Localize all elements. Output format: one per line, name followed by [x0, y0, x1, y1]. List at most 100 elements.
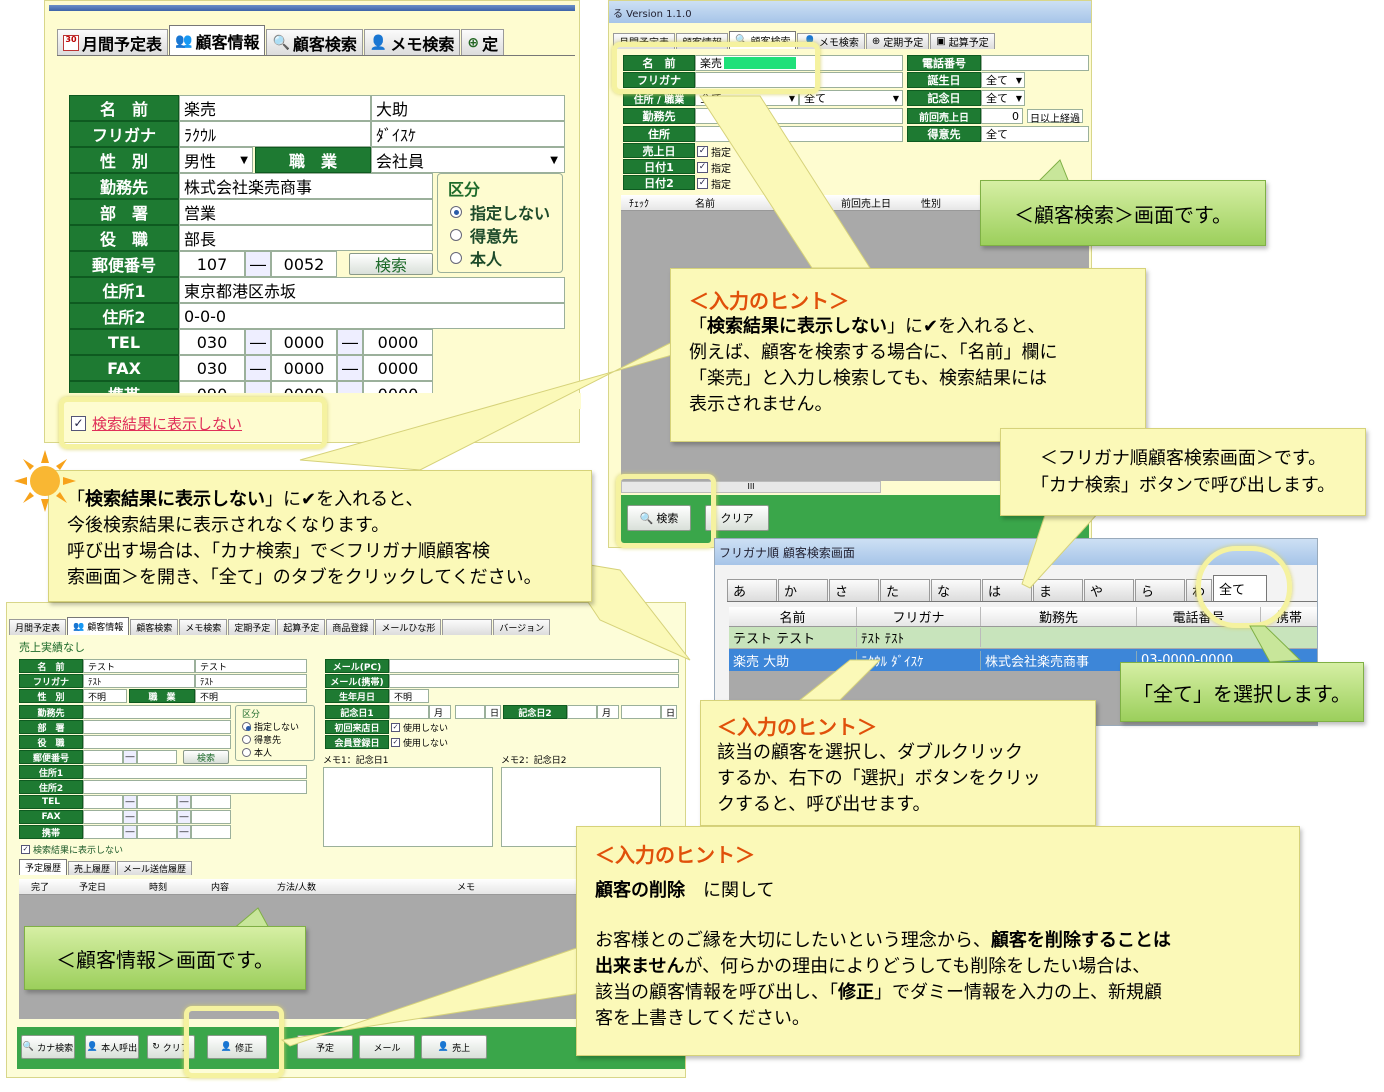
sex-select[interactable]: 男性▼ — [179, 147, 253, 173]
last-kana-field[interactable]: ﾃｽﾄ — [83, 674, 195, 688]
kubun-option-customer[interactable]: 得意先 — [242, 733, 281, 746]
zip2-field[interactable]: 0052 — [271, 251, 337, 277]
birthday-select[interactable]: 全て▼ — [981, 72, 1025, 88]
anniv2-day[interactable]: 日 — [661, 705, 677, 719]
job-select[interactable]: 会社員▼ — [371, 147, 565, 173]
zip1-field[interactable] — [83, 750, 123, 764]
kana-tab[interactable]: た — [880, 579, 930, 601]
date1-check[interactable]: ✓指定 — [697, 160, 731, 175]
dept-field[interactable] — [83, 720, 231, 734]
addr1-field[interactable]: 東京都港区赤坂 — [179, 277, 565, 303]
addr1-field[interactable] — [83, 765, 307, 779]
tab-memo-search[interactable]: 👤メモ検索 — [363, 29, 461, 55]
anniv2-day-select[interactable] — [621, 705, 661, 719]
tab-customer-search[interactable]: 顧客検索 — [130, 619, 179, 635]
dept-field[interactable]: 営業 — [179, 199, 433, 225]
horizontal-scrollbar[interactable]: III — [621, 481, 881, 493]
tel1-field[interactable]: 030 — [179, 329, 245, 355]
company-field[interactable] — [83, 705, 231, 719]
modify-button[interactable]: 👤修正 — [207, 1035, 267, 1059]
first-name-field[interactable]: 大助 — [371, 95, 565, 121]
kana-tab[interactable]: か — [778, 579, 828, 601]
sales-date-check[interactable]: ✓指定 — [697, 144, 731, 159]
company-field[interactable]: 株式会社楽売商事 — [179, 173, 433, 199]
tab-regular[interactable]: ⊕定 — [461, 29, 505, 55]
tab-reckon-schedule[interactable]: ▣起算予定 — [930, 33, 995, 49]
kubun-option-none[interactable]: 指定しない — [450, 200, 550, 224]
last-kana-field[interactable]: ﾗｸｳﾙ — [179, 121, 371, 147]
mobile1-field[interactable] — [83, 825, 123, 839]
anniversary-select[interactable]: 全て▼ — [981, 90, 1025, 106]
birthday-select[interactable]: 不明 — [389, 689, 429, 703]
kubun-option-self[interactable]: 本人 — [242, 746, 272, 759]
hide-from-search-checkbox[interactable]: ✓検索結果に表示しない — [21, 843, 123, 856]
tab-version[interactable]: バージョン — [493, 619, 551, 635]
zip-search-button[interactable]: 検索 — [349, 253, 433, 275]
last-name-field[interactable]: 楽売 — [179, 95, 371, 121]
mail-pc-field[interactable] — [389, 659, 679, 673]
addr2-field[interactable] — [83, 780, 307, 794]
job-select-2[interactable]: 全て▼ — [799, 90, 903, 106]
sales-button[interactable]: 👤売上 — [421, 1035, 487, 1059]
tel2-field[interactable]: 0000 — [271, 329, 337, 355]
mail-mobile-field[interactable] — [389, 674, 679, 688]
customer-type-select[interactable]: 全て — [981, 126, 1089, 142]
name-search-field[interactable]: 楽売 — [695, 55, 903, 71]
kubun-option-none[interactable]: 指定しない — [242, 720, 299, 733]
kana-tab[interactable]: ら — [1135, 579, 1185, 601]
first-visit-check[interactable]: ✓使用しない — [391, 721, 448, 734]
tab-customer-info[interactable]: 👥顧客情報 — [169, 25, 266, 55]
mobile2-field[interactable] — [137, 825, 177, 839]
first-kana-field[interactable]: ﾃｽﾄ — [195, 674, 307, 688]
fax3-field[interactable]: 0000 — [363, 355, 433, 381]
first-kana-field[interactable]: ﾀﾞｲｽｹ — [371, 121, 565, 147]
tel3-field[interactable] — [191, 795, 231, 809]
tab-customer-info[interactable]: 👥顧客情報 — [67, 617, 130, 635]
last-name-field[interactable]: テスト — [83, 659, 195, 673]
date2-check[interactable]: ✓指定 — [697, 176, 731, 191]
tab-sales-history[interactable]: 売上履歴 — [68, 861, 117, 875]
fax2-field[interactable]: 0000 — [271, 355, 337, 381]
tel3-field[interactable]: 0000 — [363, 329, 433, 355]
kana-tab[interactable]: さ — [829, 579, 879, 601]
fax2-field[interactable] — [137, 810, 177, 824]
tab-product[interactable]: 商品登録 — [326, 619, 375, 635]
self-call-button[interactable]: 👤本人呼出 — [85, 1035, 139, 1059]
zip-search-button[interactable]: 検索 — [183, 750, 229, 764]
tab-hidden[interactable] — [442, 619, 493, 635]
tab-mail-history[interactable]: メール送信履歴 — [117, 861, 193, 875]
fax1-field[interactable]: 030 — [179, 355, 245, 381]
kana-search-field[interactable] — [695, 72, 903, 88]
kana-tab[interactable]: や — [1084, 579, 1134, 601]
tab-memo-search[interactable]: メモ検索 — [179, 619, 228, 635]
hide-from-search-checkbox[interactable]: ✓ 検索結果に表示しない — [71, 413, 242, 434]
anniv1-day-select[interactable] — [455, 705, 485, 719]
tel1-field[interactable] — [83, 795, 123, 809]
tab-customer-search[interactable]: 🔍顧客検索 — [266, 29, 363, 55]
kana-tab[interactable]: な — [931, 579, 981, 601]
fax1-field[interactable] — [83, 810, 123, 824]
zip1-field[interactable]: 107 — [179, 251, 245, 277]
anniv1-select[interactable] — [389, 705, 429, 719]
tab-mail-template[interactable]: メールひな形 — [375, 619, 442, 635]
tab-monthly-schedule[interactable]: 月間予定表 — [9, 619, 67, 635]
tab-reckon-schedule[interactable]: 起算予定 — [277, 619, 326, 635]
kubun-option-customer[interactable]: 得意先 — [450, 223, 518, 247]
kana-search-button[interactable]: 🔍カナ検索 — [21, 1035, 75, 1059]
search-button[interactable]: 🔍検索 — [627, 505, 691, 531]
anniv2-select[interactable] — [567, 705, 597, 719]
kana-tab[interactable]: ま — [1033, 579, 1083, 601]
anniv2-month[interactable]: 月 — [597, 705, 619, 719]
addr2-field[interactable]: 0-0-0 — [179, 303, 565, 329]
first-name-field[interactable]: テスト — [195, 659, 307, 673]
tab-schedule-history[interactable]: 予定履歴 — [19, 859, 68, 875]
tab-regular-schedule[interactable]: 定期予定 — [228, 619, 277, 635]
tel2-field[interactable] — [137, 795, 177, 809]
kubun-option-self[interactable]: 本人 — [450, 246, 502, 270]
job-select[interactable]: 不明 — [195, 689, 307, 703]
anniv1-day[interactable]: 日 — [485, 705, 501, 719]
mail-button[interactable]: メール — [359, 1035, 415, 1059]
memo1-textarea[interactable] — [323, 767, 493, 847]
anniv1-month[interactable]: 月 — [429, 705, 451, 719]
post-field[interactable]: 部長 — [179, 225, 433, 251]
